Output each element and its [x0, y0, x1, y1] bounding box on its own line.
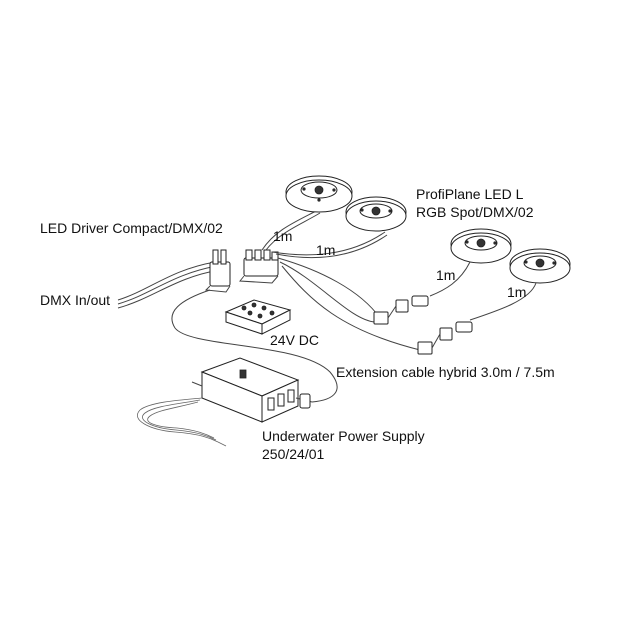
led-driver-label: LED Driver Compact/DMX/02: [40, 220, 223, 236]
mains-cable-coil: [137, 397, 227, 447]
spot-light-1: [285, 175, 353, 213]
led-driver-block: [204, 249, 279, 293]
power-supply-label-line2: 250/24/01: [262, 446, 325, 462]
dc-voltage-label: 24V DC: [270, 332, 320, 348]
connector-pair-b: [417, 321, 473, 355]
power-supply-label-line1: Underwater Power Supply: [262, 428, 425, 444]
connector-pair-a: [373, 295, 429, 325]
psu-output-cable: [171, 289, 338, 409]
spot-light-3: [450, 228, 512, 264]
dmx-cable: [117, 261, 220, 309]
cable-length-label-d: 1m: [507, 284, 527, 300]
spot-light-2: [345, 196, 407, 232]
extension-cable-label: Extension cable hybrid 3.0m / 7.5m: [336, 364, 555, 380]
cable-length-label-c: 1m: [436, 267, 456, 283]
spot-cables: [261, 209, 421, 351]
spot-light-4: [509, 248, 571, 284]
dmx-label: DMX In/out: [40, 292, 111, 308]
cable-length-label-a: 1m: [273, 228, 293, 244]
profiplane-label-line2: RGB Spot/DMX/02: [416, 204, 534, 220]
profiplane-label-line1: ProfiPlane LED L: [416, 186, 524, 202]
spot-leads: [429, 261, 537, 321]
cable-length-label-b: 1m: [316, 242, 336, 258]
power-supply-unit: [191, 357, 300, 423]
driver-box: [224, 299, 292, 335]
